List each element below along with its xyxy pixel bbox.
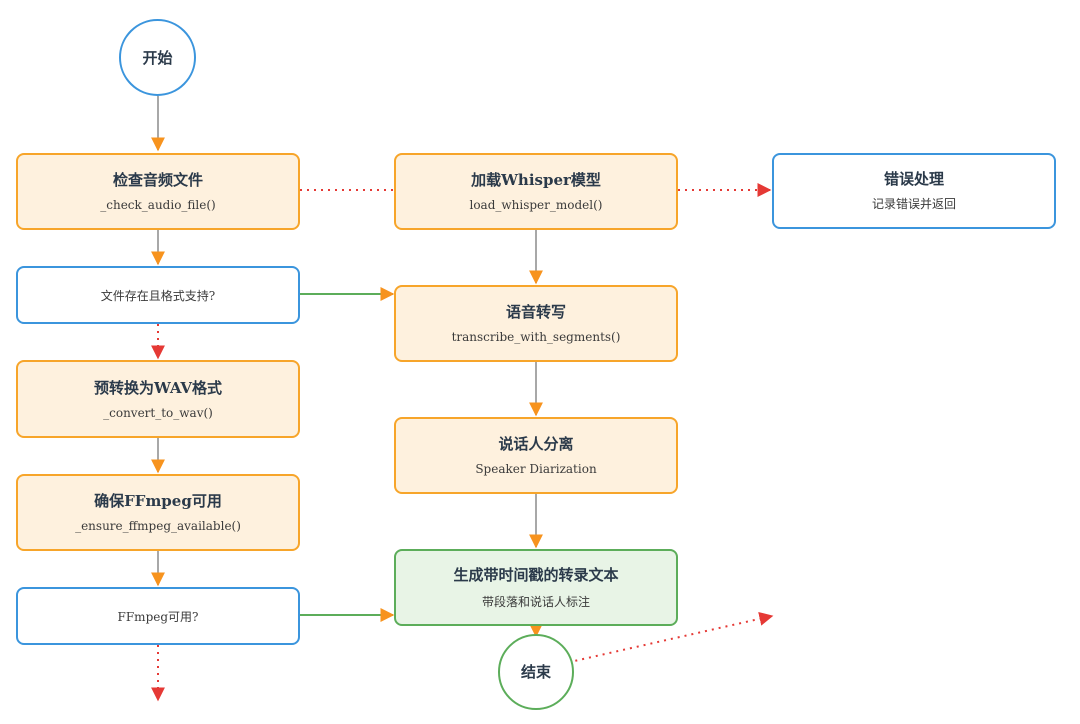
ffmpeg-ok-decision: FFmpeg可用? [16, 587, 300, 645]
file-ok-label: 文件存在且格式支持? [100, 288, 216, 303]
convert-wav-node: 预转换为WAV格式 _convert_to_wav() [16, 360, 300, 438]
transcribe-title: 语音转写 [505, 303, 566, 321]
ensure-ffmpeg-title: 确保FFmpeg可用 [94, 492, 222, 510]
check-audio-title: 检查音频文件 [112, 171, 203, 189]
ensure-ffmpeg-node: 确保FFmpeg可用 _ensure_ffmpeg_available() [16, 474, 300, 551]
ensure-ffmpeg-subtitle: _ensure_ffmpeg_available() [75, 519, 241, 533]
start-label: 开始 [142, 48, 173, 67]
check-audio-subtitle: _check_audio_file() [100, 198, 216, 212]
check-audio-node: 检查音频文件 _check_audio_file() [16, 153, 300, 230]
error-handling-node: 错误处理 记录错误并返回 [772, 153, 1056, 229]
diarize-subtitle: Speaker Diarization [475, 462, 597, 476]
error-subtitle: 记录错误并返回 [871, 197, 956, 211]
load-whisper-subtitle: load_whisper_model() [469, 198, 603, 212]
end-label: 结束 [520, 663, 551, 681]
load-whisper-title: 加载Whisper模型 [471, 171, 601, 189]
generate-transcript-node: 生成带时间戳的转录文本 带段落和说话人标注 [394, 549, 678, 626]
file-ok-decision: 文件存在且格式支持? [16, 266, 300, 324]
generate-title: 生成带时间戳的转录文本 [453, 565, 619, 584]
transcribe-node: 语音转写 transcribe_with_segments() [394, 285, 678, 362]
ffmpeg-ok-label: FFmpeg可用? [117, 609, 199, 624]
generate-subtitle: 带段落和说话人标注 [481, 594, 590, 609]
diarize-title: 说话人分离 [498, 435, 574, 453]
load-whisper-node: 加载Whisper模型 load_whisper_model() [394, 153, 678, 230]
start-node: 开始 [119, 19, 196, 96]
convert-wav-title: 预转换为WAV格式 [93, 378, 223, 397]
transcribe-subtitle: transcribe_with_segments() [451, 330, 621, 344]
diarize-node: 说话人分离 Speaker Diarization [394, 417, 678, 494]
end-node: 结束 [498, 634, 574, 710]
error-title: 错误处理 [883, 170, 944, 188]
convert-wav-subtitle: _convert_to_wav() [103, 405, 213, 420]
